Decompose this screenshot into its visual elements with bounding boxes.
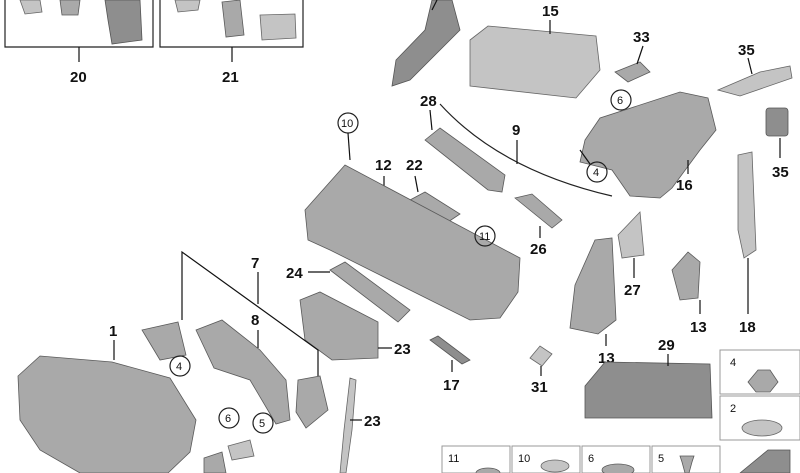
part-9-cable	[439, 103, 613, 197]
label-12: 12	[375, 157, 392, 174]
label-23: 23	[364, 413, 381, 430]
part-upper-strip	[391, 0, 461, 87]
label-18: 13	[690, 319, 707, 336]
callout-6-a-text: 6	[617, 95, 623, 107]
label-22: 22	[406, 157, 423, 174]
part-20-piece-b	[59, 0, 81, 16]
part-5-piece	[295, 375, 329, 429]
part-27	[617, 211, 645, 259]
part-31	[529, 345, 553, 367]
part-23	[339, 377, 357, 473]
part-20-piece-a	[19, 0, 43, 15]
legend-cell-5-label: 5	[658, 453, 664, 465]
callout-10-text: 10	[341, 118, 353, 130]
part-13	[569, 237, 617, 335]
part-26	[514, 193, 563, 229]
part-7-bracket	[141, 321, 187, 361]
leader-22	[414, 175, 419, 193]
legend-screw-icon	[679, 455, 695, 473]
legend-cell-11-label: 11	[448, 453, 459, 465]
callout-6-b	[218, 407, 240, 429]
label-25: 24	[286, 265, 303, 282]
part-1-panel	[17, 355, 197, 473]
legend-clip-icon-6	[601, 463, 635, 473]
legend-cell-11	[441, 445, 511, 473]
part-12-dash-panel	[304, 164, 521, 321]
legend-plug-icon	[741, 419, 783, 437]
part-bottom-piece-a	[227, 439, 255, 461]
legend-cell-2-label: 2	[730, 403, 736, 415]
callout-6-a	[610, 89, 632, 111]
legend-clip-icon-10	[540, 459, 570, 473]
part-21-piece-b	[221, 0, 245, 38]
part-32	[614, 61, 651, 83]
label-33: 35	[738, 42, 755, 59]
part-28	[424, 127, 506, 193]
leader-32	[636, 45, 644, 65]
callout-4-a	[586, 161, 608, 183]
label-24: 23	[394, 341, 411, 358]
label-8: 8	[251, 312, 259, 329]
label-29: 29	[658, 337, 675, 354]
part-21-piece-c	[259, 13, 297, 41]
leader-4-a	[579, 149, 591, 165]
leader-upper-strip	[431, 0, 438, 11]
leader-10	[347, 132, 351, 161]
label-9: 9	[512, 122, 520, 139]
legend-cell-4-label: 4	[730, 357, 736, 369]
leader-bracket-left	[181, 250, 319, 382]
label-19: 18	[739, 319, 756, 336]
part-29	[584, 361, 713, 419]
part-19	[737, 151, 757, 259]
callout-5	[252, 412, 274, 434]
callout-6-b-text: 6	[225, 413, 231, 425]
label-7: 7	[251, 255, 259, 272]
part-24	[299, 291, 379, 361]
part-16	[579, 91, 717, 199]
label-31: 31	[531, 379, 548, 396]
part-20-piece-c	[104, 0, 143, 45]
part-18	[671, 251, 701, 301]
legend-pad-icon	[739, 449, 791, 473]
legend-cell-10	[511, 445, 581, 473]
label-21: 21	[222, 69, 239, 86]
callout-4-b-text: 4	[176, 361, 182, 373]
leader-28	[429, 109, 433, 131]
label-15: 15	[542, 3, 559, 20]
label-1: 1	[109, 323, 117, 340]
legend-nut-icon	[747, 369, 779, 393]
legend-cell-10-label: 10	[518, 453, 530, 465]
callout-4-a-text: 4	[593, 167, 599, 179]
label-20: 20	[70, 69, 87, 86]
label-17: 17	[443, 377, 460, 394]
callout-11	[474, 225, 496, 247]
part-17	[429, 335, 471, 365]
part-15-mat	[469, 25, 601, 99]
callout-4-b	[169, 355, 191, 377]
label-35: 35	[772, 164, 789, 181]
callout-5-text: 5	[259, 418, 265, 430]
label-16: 16	[676, 177, 693, 194]
part-21-piece-a	[174, 0, 201, 13]
label-27: 27	[624, 282, 641, 299]
callout-11-text: 11	[479, 231, 490, 243]
leader-33	[747, 57, 753, 75]
part-35	[765, 107, 789, 137]
label-32: 33	[633, 29, 650, 46]
part-33	[716, 65, 793, 97]
label-28: 28	[420, 93, 437, 110]
legend-cell-6-label: 6	[588, 453, 594, 465]
part-8	[195, 319, 291, 425]
label-26: 26	[530, 241, 547, 258]
part-bottom-piece-b	[203, 451, 227, 473]
legend-clip-icon-11	[475, 467, 501, 473]
part-25	[329, 261, 411, 323]
